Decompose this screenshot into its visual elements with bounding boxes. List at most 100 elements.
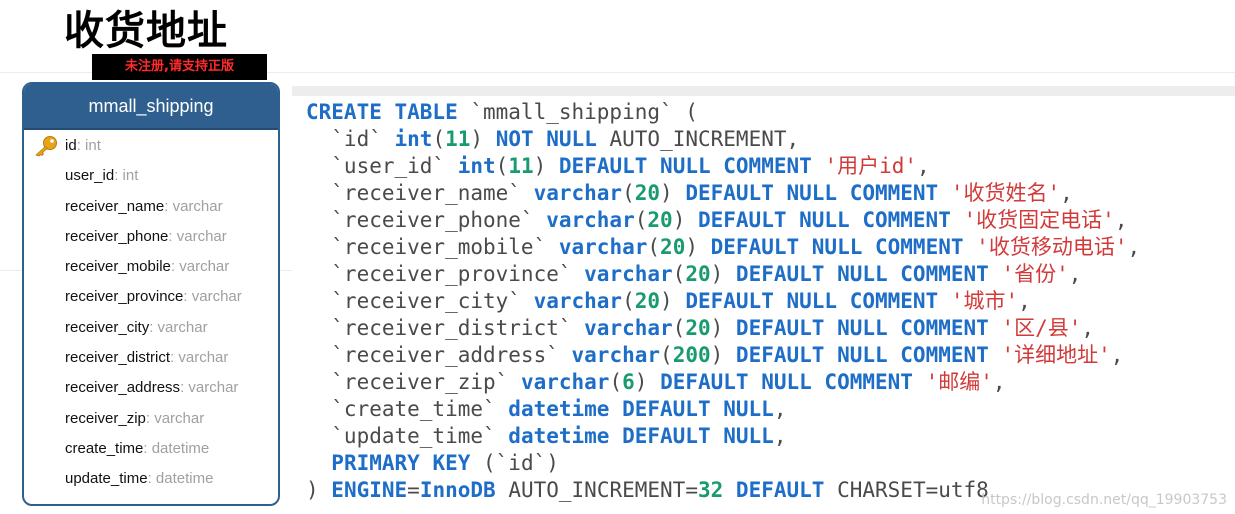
sql-token-kw: DEFAULT NULL COMMENT xyxy=(697,208,951,232)
sql-token-num: 20 xyxy=(634,181,661,205)
field-name: receiver_zip xyxy=(65,409,146,427)
sql-token-kw: varchar xyxy=(584,262,673,286)
sql-token-plain: , xyxy=(1060,181,1073,205)
sql-token-plain: `id` xyxy=(306,127,395,151)
sql-code-panel[interactable]: CREATE TABLE `mmall_shipping` ( `id` int… xyxy=(292,86,1235,506)
sql-token-plain: , xyxy=(1018,289,1031,313)
sql-token-plain: , xyxy=(917,154,930,178)
table-field-row[interactable]: receiver_mobile: varchar xyxy=(24,252,278,282)
field-type: varchar xyxy=(188,379,239,397)
field-name: update_time xyxy=(65,470,148,488)
field-separator: : xyxy=(183,288,192,306)
table-field-row[interactable]: update_time: datetime xyxy=(24,464,278,494)
field-type: varchar xyxy=(172,197,223,215)
table-field-row[interactable]: create_time: datetime xyxy=(24,434,278,464)
primary-key-icon xyxy=(35,136,57,157)
table-field-row[interactable]: user_id: int xyxy=(24,161,278,191)
field-type: int xyxy=(85,137,101,154)
sql-token-num: 20 xyxy=(685,316,711,340)
sql-token-plain: ( xyxy=(634,208,648,232)
sql-code-line: `id` int(11) NOT NULL AUTO_INCREMENT, xyxy=(306,126,1235,153)
sql-token-plain: ) xyxy=(685,235,711,259)
sql-token-plain: `receiver_mobile` xyxy=(306,235,559,259)
field-name: receiver_address xyxy=(65,379,181,397)
sql-code-line: `create_time` datetime DEFAULT NULL, xyxy=(306,396,1235,423)
sql-token-plain: ( xyxy=(609,370,623,394)
sql-token-plain: ( xyxy=(672,316,686,340)
sql-token-plain xyxy=(306,451,331,475)
sql-token-plain xyxy=(913,370,926,394)
field-name: receiver_mobile xyxy=(65,258,171,276)
sql-code-line: `receiver_address` varchar(200) DEFAULT … xyxy=(306,342,1235,369)
sql-token-kw: DEFAULT xyxy=(735,478,825,502)
sql-token-plain: `receiver_phone` xyxy=(306,208,547,232)
table-field-row[interactable]: receiver_province: varchar xyxy=(24,282,278,312)
sql-token-num: 32 xyxy=(697,478,724,502)
credit-watermark: https://blog.csdn.net/qq_19903753 xyxy=(981,492,1227,508)
sql-code-line: `receiver_phone` varchar(20) DEFAULT NUL… xyxy=(306,207,1235,234)
sql-token-kw: InnoDB xyxy=(419,478,496,502)
sql-token-plain: AUTO_INCREMENT= xyxy=(495,478,698,502)
sql-token-kw: PRIMARY KEY xyxy=(331,451,471,475)
sql-token-plain: , xyxy=(773,397,787,421)
table-field-row[interactable]: receiver_city: varchar xyxy=(24,313,278,343)
field-separator: : xyxy=(170,258,180,276)
table-field-row[interactable]: receiver_phone: varchar xyxy=(24,222,278,252)
sql-token-plain xyxy=(951,208,964,232)
table-field-row[interactable]: receiver_district: varchar xyxy=(24,343,278,373)
sql-token-kw: DEFAULT NULL COMMENT xyxy=(558,154,812,178)
sql-token-kw: varchar xyxy=(546,208,635,232)
sql-token-plain: , xyxy=(1114,208,1128,232)
sql-token-str: '收货姓名' xyxy=(950,181,1061,205)
sql-token-num: 200 xyxy=(672,343,711,367)
sql-token-plain xyxy=(938,289,951,313)
field-separator: : xyxy=(164,197,173,215)
sql-token-plain: `user_id` xyxy=(306,154,458,178)
field-type: varchar xyxy=(178,349,229,367)
field-separator: : xyxy=(114,167,123,185)
sql-token-kw: varchar xyxy=(558,235,648,259)
sql-token-num: 20 xyxy=(647,208,673,232)
sql-code-line: ) ENGINE=InnoDB AUTO_INCREMENT=32 DEFAUL… xyxy=(306,477,1235,504)
sql-code-line: `receiver_name` varchar(20) DEFAULT NULL… xyxy=(306,180,1235,207)
sql-token-plain: ) xyxy=(710,316,736,340)
sql-token-plain: ) xyxy=(634,370,661,394)
sql-token-plain: `receiver_province` xyxy=(306,262,585,286)
sql-token-plain: ( xyxy=(495,154,509,178)
sql-token-num: 11 xyxy=(508,154,534,178)
sql-token-kw: varchar xyxy=(533,181,623,205)
sql-token-kw: DEFAULT NULL COMMENT xyxy=(735,316,989,340)
field-separator: : xyxy=(149,318,158,336)
sql-token-kw: NOT NULL xyxy=(495,127,597,151)
sql-token-plain: AUTO_INCREMENT, xyxy=(596,127,800,151)
sql-token-plain: ( xyxy=(672,262,686,286)
table-field-row[interactable]: receiver_zip: varchar xyxy=(24,404,278,434)
sql-token-kw: int xyxy=(394,127,433,151)
sql-token-kw: DEFAULT NULL COMMENT xyxy=(735,262,989,286)
field-name: receiver_phone xyxy=(65,227,169,245)
field-separator: : xyxy=(170,349,179,367)
sql-token-kw: DEFAULT NULL COMMENT xyxy=(685,289,939,313)
table-field-row[interactable]: receiver_name: varchar xyxy=(24,192,278,222)
sql-token-plain: `receiver_city` xyxy=(306,289,534,313)
sql-token-num: 11 xyxy=(445,127,471,151)
field-type: varchar xyxy=(157,318,208,336)
table-name-header[interactable]: mmall_shipping xyxy=(24,84,278,130)
table-field-row[interactable]: id: int xyxy=(24,131,278,161)
sql-token-plain xyxy=(938,181,951,205)
table-field-row[interactable]: receiver_address: varchar xyxy=(24,373,278,403)
sql-token-plain: ( xyxy=(622,289,635,313)
sql-code-line: `receiver_district` varchar(20) DEFAULT … xyxy=(306,315,1235,342)
field-separator: : xyxy=(76,137,86,154)
field-separator: : xyxy=(180,379,189,397)
field-name: user_id xyxy=(65,167,115,185)
sql-token-plain: ( xyxy=(647,235,661,259)
sql-token-plain: ( xyxy=(432,127,446,151)
sql-token-plain: ) xyxy=(672,208,698,232)
field-name: receiver_city xyxy=(65,318,150,336)
sql-token-str: '收货固定电话' xyxy=(963,208,1115,232)
sql-token-plain: `mmall_shipping` ( xyxy=(457,100,698,124)
field-name: receiver_province xyxy=(65,288,184,306)
sql-token-plain xyxy=(989,316,1002,340)
